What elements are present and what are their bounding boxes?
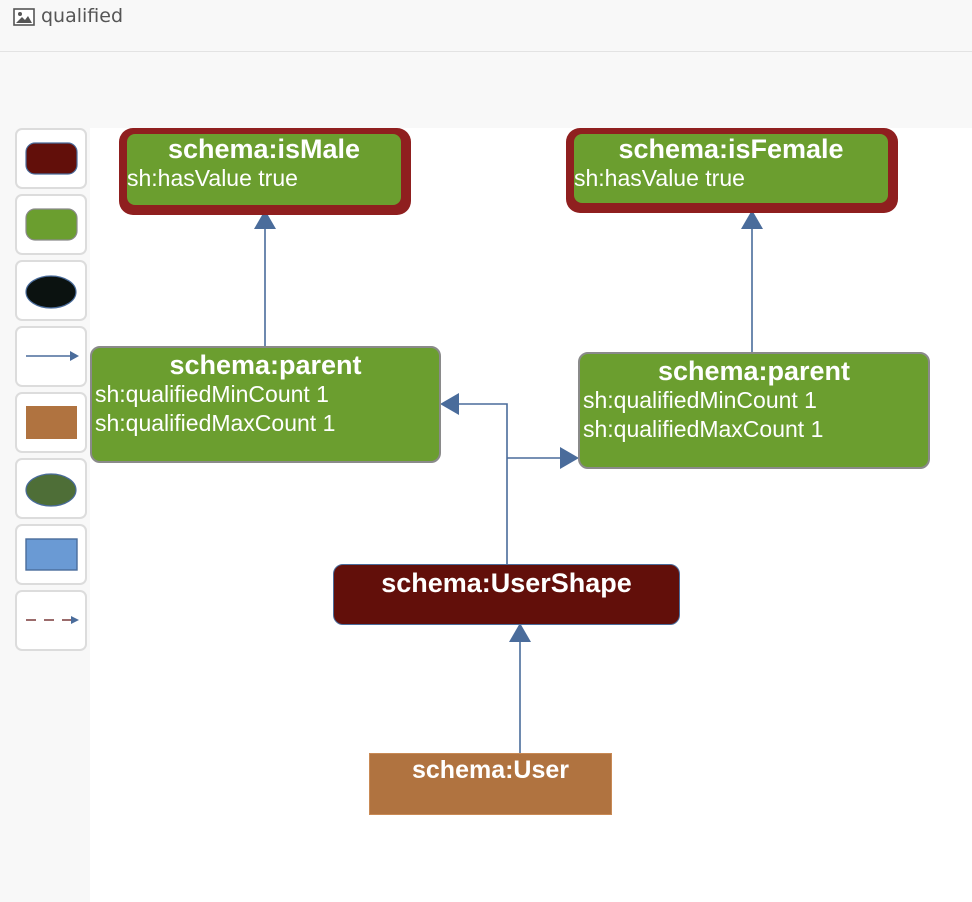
is-female-qualifier-node[interactable]: schema:isFemale sh:hasValue true [566,128,898,213]
node-title: schema:User [411,756,570,784]
edge-arrowhead [440,393,459,415]
edge-arrowhead [560,447,579,469]
rounded-rect-green-icon [25,208,78,241]
node-property: sh:qualifiedMaxCount 1 [583,416,824,442]
user-shape-node[interactable]: schema:UserShape [333,564,680,625]
dashed-arrow-icon [26,616,79,624]
image-icon [13,8,35,26]
shape-palette [0,128,90,902]
node-title: schema:isMale [167,134,361,164]
palette-node-tool[interactable] [15,260,87,321]
edge-arrowhead [509,623,531,642]
ellipse-black-icon [25,275,77,309]
rect-blue-icon [25,538,78,571]
node-title: schema:UserShape [381,568,632,598]
node-property: sh:hasValue true [127,165,298,191]
is-female-inner: schema:isFemale sh:hasValue true [574,134,888,203]
rect-brown-icon [26,406,77,439]
node-property: sh:qualifiedMaxCount 1 [95,410,336,436]
palette-dashed-edge-tool[interactable] [15,590,87,651]
rounded-rect-darkred-icon [25,142,78,175]
arrow-right-icon [26,351,79,361]
node-title: schema:parent [169,350,362,380]
edge-arrowhead [741,210,763,229]
is-male-qualifier-node[interactable]: schema:isMale sh:hasValue true [119,128,411,215]
edges-layer [254,210,763,753]
edge-arrowhead [254,210,276,229]
palette-shape-tool[interactable] [15,128,87,189]
user-class-node[interactable]: schema:User [369,753,612,815]
palette-property-shape-tool[interactable] [15,194,87,255]
node-title: schema:parent [657,356,851,386]
node-property: sh:qualifiedMinCount 1 [95,381,329,407]
palette-literal-tool[interactable] [15,458,87,519]
is-male-inner: schema:isMale sh:hasValue true [127,134,401,205]
title-bar: qualified [0,0,972,52]
palette-class-tool[interactable] [15,392,87,453]
diagram-title: qualified [41,5,124,27]
palette-datatype-tool[interactable] [15,524,87,585]
node-property: sh:qualifiedMinCount 1 [583,387,817,413]
parent-right-property-node[interactable]: schema:parent sh:qualifiedMinCount 1 sh:… [578,352,930,469]
ellipse-darkgreen-icon [25,473,77,507]
palette-edge-tool[interactable] [15,326,87,387]
parent-left-property-node[interactable]: schema:parent sh:qualifiedMinCount 1 sh:… [90,346,441,463]
edge-user-shape-to-parent-left[interactable] [458,403,508,564]
toolbar-area [0,53,972,128]
node-property: sh:hasValue true [574,165,745,191]
diagram-canvas[interactable]: schema:isMale sh:hasValue true schema:is… [90,128,972,902]
node-title: schema:isFemale [618,134,844,164]
